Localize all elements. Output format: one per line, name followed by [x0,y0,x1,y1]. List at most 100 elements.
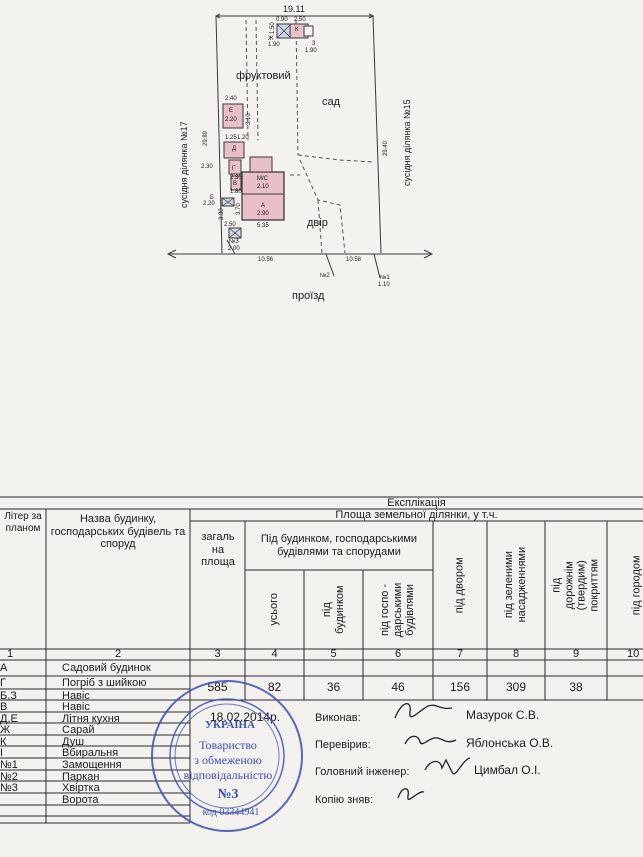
stamp-line2: з обмеженою [194,753,262,767]
engineer-label: Головний інженер: [315,766,410,778]
table-row-name: Замощення [62,759,122,771]
plan-small-dim-0: 1.25 [225,135,237,141]
plan-small-dim-2: 2.30 [201,164,213,170]
plan-k-label: К [295,27,299,33]
plan-dim-top-4: 1.90 [305,48,317,54]
table-row-lit: К [0,736,7,748]
checked-label: Перевірив: [315,739,371,751]
table-row-lit: №2 [0,771,18,783]
table-row-name: Душ [62,736,85,748]
building-d [223,141,245,159]
plan-gate2: №2 [320,273,330,279]
plan-gate3: №3 [229,239,239,245]
plan-small-dim-6: 2.50 [224,222,236,228]
plan-orchard-2: сад [322,96,341,108]
plan-gate1: №1 [380,275,390,281]
plan-driveway: проїзд [292,290,325,302]
table-row-lit: Ж [0,724,11,736]
plan-d-label: Д [232,146,237,152]
plan-a-label: А [261,203,266,209]
plan-house-width: 5.35 [257,223,269,229]
plan-small-dim-7: 2.00 [228,246,240,252]
plan-orchard-1: фруктовий [236,70,291,82]
table-row-lit: І [0,747,4,759]
col-num-8: 8 [512,648,520,661]
plan-small-dim-3: 2.30 [230,175,242,181]
checked-name: Яблонська О.В. [466,736,554,750]
plan-small-dim-1: 1.20 [237,135,249,141]
table-row-name: Навіс [62,690,90,702]
col-num-2: 2 [114,648,122,661]
plan-zh-label: Ж [268,36,274,42]
value-yard: 156 [449,680,471,695]
plan-top-width: 19.11 [283,4,305,14]
col-num-4: 4 [271,648,278,661]
plan-bottom-left: 10.56 [258,257,274,263]
plan-dim-top-0: 0.90 [276,17,288,23]
plan-yard: двір [307,217,328,229]
sign-date: 18.02.2014р. [210,710,281,724]
plan-v-label: В [233,181,238,187]
plan-bottom-right: 10.58 [346,257,362,263]
building-v [230,175,242,191]
table-row-name: Паркан [62,771,100,783]
plan-ms-label: М/С [257,176,268,182]
building-g [228,159,242,175]
col-num-7: 7 [456,648,464,661]
table-row-lit: Б,З [0,690,17,702]
table-row-name: Погріб з шийкою [62,677,147,689]
plan-b-label: Б [210,195,214,201]
table-row-name: Навіс [62,701,90,713]
plan-e-label: Е [229,108,234,114]
plan-z-label: 3 [312,41,316,47]
plan-a-dim: 2.90 [257,211,269,217]
col-total-header: загаль на площа [201,531,235,569]
col-num-10: 10 [627,648,640,661]
plan-dim-top-1: 2.50 [294,17,306,23]
plan-g-label: Г [232,166,236,172]
performed-name: Мазурок С.В. [466,708,540,722]
subgroup-header: Під будинком, господарськими будівлями т… [260,533,418,558]
col-num-9: 9 [572,648,580,661]
table-row-lit: №1 [0,759,18,771]
table-row-lit: №3 [0,782,18,794]
stamp-line3: відповідальністю [183,768,273,782]
plan-ms-dim: 2.10 [257,184,269,190]
value-outbuild: 46 [391,680,405,695]
table-title: Експлікація [387,496,446,509]
value-road: 38 [569,680,583,695]
plan-small-dim-5: 2.20 [203,201,215,207]
plan-dim-top-3: 1.90 [268,42,280,48]
main-house [241,171,285,221]
plan-small-dim-4: 1.80 [230,189,242,195]
table-row-lit: Г [0,677,6,689]
value-house: 36 [326,680,341,695]
plan-e-dim-left: 2.20 [225,117,237,123]
plan-e-dim-top: 2.40 [225,96,237,102]
stamp-code: код 03344941 [202,807,260,818]
table-row-lit: А [0,662,8,674]
engineer-name: Цимбал О.І. [474,763,541,777]
stamp-number: №3 [217,787,239,802]
copy-label: Копію зняв: [315,794,374,806]
table-row-lit: Д,Е [0,713,18,725]
table-row-name: Сарай [62,724,95,736]
stamp-country: УКРАЇНА [204,719,256,731]
table-row-name: Хвіртка [62,782,100,794]
performed-label: Виконав: [315,712,361,724]
stamp-line1: Товариство [199,738,257,752]
col-name-header: Назва будинку, господарських будівель та… [50,513,186,551]
col-num-5: 5 [330,648,337,661]
site-plan-drawing [166,13,434,279]
value-total: 585 [207,680,228,695]
value-green: 309 [505,680,527,695]
value-all: 82 [267,680,282,695]
table-row-lit: В [0,701,8,713]
col-num-6: 6 [394,648,402,661]
table-row-name: Ворота [62,794,99,806]
col-num-1: 1 [6,648,14,661]
table-row-name: Літня кухня [62,713,120,725]
col-litera-header: Літер за планом [4,511,42,534]
